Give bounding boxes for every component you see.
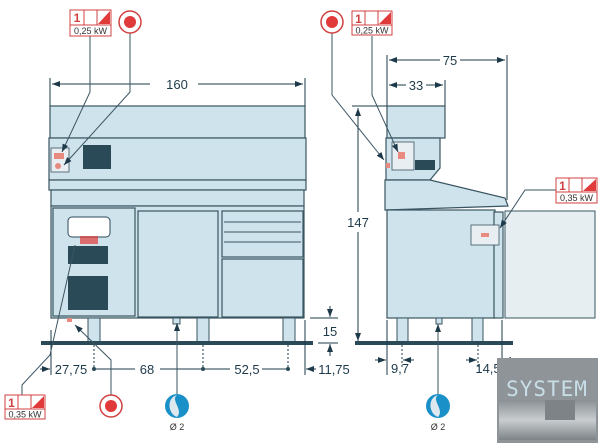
svg-text:0,35 kW: 0,35 kW [8, 410, 42, 420]
power-inlet [67, 318, 72, 322]
svg-text:Ø 2: Ø 2 [431, 422, 446, 432]
top-depth-dimension: 33 [409, 78, 423, 93]
leg-height-dimension: 15 [310, 306, 338, 356]
width-dimension: 160 [166, 77, 188, 92]
system-logo: SYSTEM [497, 358, 598, 443]
depth-dimension: 75 [443, 53, 457, 68]
control-panel [67, 216, 111, 238]
side-view: 75 33 147 9,7 14,5 [331, 33, 596, 395]
power-badge-side-top: 1 0,25 kW [351, 10, 393, 36]
svg-text:27,75: 27,75 [55, 362, 88, 377]
electric-connection-icon [320, 10, 344, 34]
svg-text:1: 1 [8, 396, 15, 410]
legs [87, 317, 296, 344]
svg-text:0,35 kW: 0,35 kW [560, 193, 594, 203]
leg-spacing-dimensions: 27,75 68 52,5 11,75 [40, 320, 350, 377]
water-drain-icon: Ø 2 [165, 394, 189, 432]
svg-text:1: 1 [559, 179, 566, 193]
svg-text:11,75: 11,75 [318, 362, 350, 377]
display-switch [54, 153, 64, 159]
glass-canopy-side [386, 105, 446, 139]
door-edge [493, 211, 504, 319]
svg-text:1: 1 [74, 11, 81, 25]
electric-connection-icon [118, 10, 142, 34]
height-dimension: 147 [347, 215, 369, 230]
svg-text:15: 15 [323, 324, 337, 339]
svg-text:1: 1 [355, 12, 362, 26]
display-indicator [55, 163, 61, 169]
floor-line-side [355, 341, 513, 345]
power-badge-side-right: 1 0,35 kW [555, 177, 598, 204]
open-door [504, 210, 596, 319]
main-switch [80, 236, 98, 244]
svg-text:9,7: 9,7 [391, 361, 409, 376]
power-badge-front-top: 1 0,25 kW [69, 9, 112, 37]
electric-connection-icon [99, 394, 123, 418]
counter-band [50, 189, 305, 207]
svg-text:52,5: 52,5 [234, 362, 259, 377]
worktop [48, 179, 307, 191]
vent-grille-bottom [68, 276, 108, 310]
glass-canopy [49, 105, 306, 139]
display-vent-grille [83, 145, 111, 169]
front-view: 160 27,75 68 52,5 11,75 15 [21, 33, 350, 395]
worktop-side [384, 179, 509, 211]
water-drain-icon: Ø 2 [426, 394, 450, 432]
cabinet-door [137, 210, 219, 318]
svg-text:68: 68 [140, 362, 154, 377]
drawer-stack [221, 210, 304, 318]
svg-text:SYSTEM: SYSTEM [506, 377, 588, 401]
svg-text:0,25 kW: 0,25 kW [355, 26, 389, 36]
svg-text:Ø 2: Ø 2 [170, 422, 185, 432]
vent-grille-top [68, 246, 108, 264]
svg-text:14,5: 14,5 [475, 361, 500, 376]
power-badge-front-bottom: 1 0,35 kW [4, 394, 46, 420]
display-control-panel [50, 147, 70, 173]
svg-text:0,25 kW: 0,25 kW [74, 26, 108, 36]
